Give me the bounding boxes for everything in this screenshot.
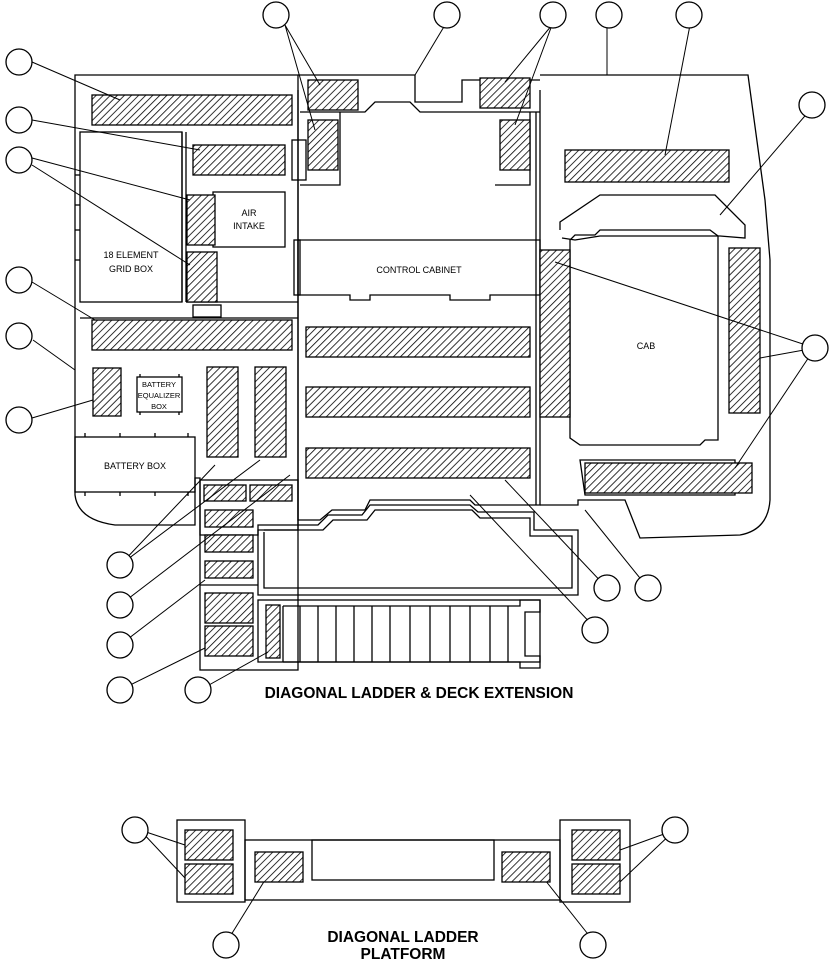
air-intake-label: AIR xyxy=(241,208,257,218)
walkway-pad xyxy=(571,829,621,861)
deck-extension-bar xyxy=(257,504,579,596)
callout-circle xyxy=(433,1,461,29)
air-intake-label: INTAKE xyxy=(233,221,265,231)
callout-circle xyxy=(801,334,829,362)
walkway-pad xyxy=(584,462,753,494)
callout-circle xyxy=(798,91,826,119)
walkway-pad xyxy=(479,77,531,109)
battery-box xyxy=(74,436,196,493)
callout-circle xyxy=(579,931,607,959)
walkway-pad xyxy=(204,560,254,579)
walkway-pad xyxy=(499,119,531,171)
platform-center-panel xyxy=(311,839,495,881)
battery-equalizer-label: BOX xyxy=(151,402,167,411)
walkway-pad xyxy=(92,367,122,417)
walkway-pad xyxy=(206,366,239,458)
callout-circle xyxy=(5,322,33,350)
walkway-pad xyxy=(305,386,531,418)
callout-circle xyxy=(5,48,33,76)
callout-circle xyxy=(581,616,609,644)
walkway-pad xyxy=(184,863,234,895)
platform-right-end xyxy=(559,819,631,903)
walkway-pad xyxy=(186,251,218,303)
walkway-pad xyxy=(254,366,287,458)
callout-circle xyxy=(106,631,134,659)
callout-circle xyxy=(5,406,33,434)
step-block xyxy=(199,479,299,671)
cab-label: CAB xyxy=(637,341,656,351)
grid-box-label: GRID BOX xyxy=(109,264,153,274)
battery-box-label: BATTERY BOX xyxy=(104,461,166,471)
walkway-pad xyxy=(204,534,254,553)
callout-circle xyxy=(661,816,689,844)
walkway-pad xyxy=(539,249,571,418)
callout-circle xyxy=(5,266,33,294)
walkway-pad xyxy=(204,592,254,624)
walkway-pad xyxy=(91,94,293,126)
walkway-pad xyxy=(305,326,531,358)
walkway-pad xyxy=(728,247,761,414)
callout-circle xyxy=(5,146,33,174)
battery-equalizer-box xyxy=(136,376,183,413)
cab xyxy=(569,229,719,446)
battery-equalizer-label: EQUALIZER xyxy=(138,391,181,400)
platform-caption: PLATFORM xyxy=(361,946,446,961)
control-cabinet-label: CONTROL CABINET xyxy=(376,265,462,275)
walkway-pad xyxy=(249,484,293,502)
walkway-pad xyxy=(192,144,286,176)
walkway-pad xyxy=(186,194,216,246)
walkway-pad xyxy=(501,851,551,883)
callout-circle xyxy=(593,574,621,602)
callout-circle xyxy=(106,591,134,619)
walkway-pad xyxy=(571,863,621,895)
walkway-pad xyxy=(184,829,234,861)
grid-box-compartment xyxy=(79,131,183,303)
deck-extension-caption: DIAGONAL LADDER & DECK EXTENSION xyxy=(265,685,574,702)
callout-circle xyxy=(184,676,212,704)
walkway-pad xyxy=(204,509,254,528)
callout-circle xyxy=(539,1,567,29)
walkway-pad xyxy=(254,851,304,883)
platform-left-end xyxy=(176,819,246,903)
middle-section-outline xyxy=(297,90,541,521)
battery-equalizer-label: BATTERY xyxy=(142,380,176,389)
walkway-pad xyxy=(203,484,247,502)
grid-box-label: 18 ELEMENT xyxy=(103,250,159,260)
callout-circle xyxy=(675,1,703,29)
walkway-pad xyxy=(564,149,730,183)
walkway-pad xyxy=(305,447,531,479)
walkway-pad xyxy=(265,604,281,659)
callout-circle xyxy=(5,106,33,134)
callout-circle xyxy=(262,1,290,29)
walkway-pad xyxy=(307,119,339,171)
walkway-pad xyxy=(204,625,254,657)
air-intake-box xyxy=(212,191,286,248)
walkway-pad xyxy=(307,79,359,111)
platform-caption: DIAGONAL LADDER xyxy=(327,929,478,946)
callout-circle xyxy=(121,816,149,844)
callout-circle xyxy=(106,676,134,704)
callout-circle xyxy=(595,1,623,29)
walkway-pad xyxy=(91,319,293,351)
callout-circle xyxy=(634,574,662,602)
right-section-outline xyxy=(540,74,771,539)
callout-circle xyxy=(212,931,240,959)
callout-circle xyxy=(106,551,134,579)
